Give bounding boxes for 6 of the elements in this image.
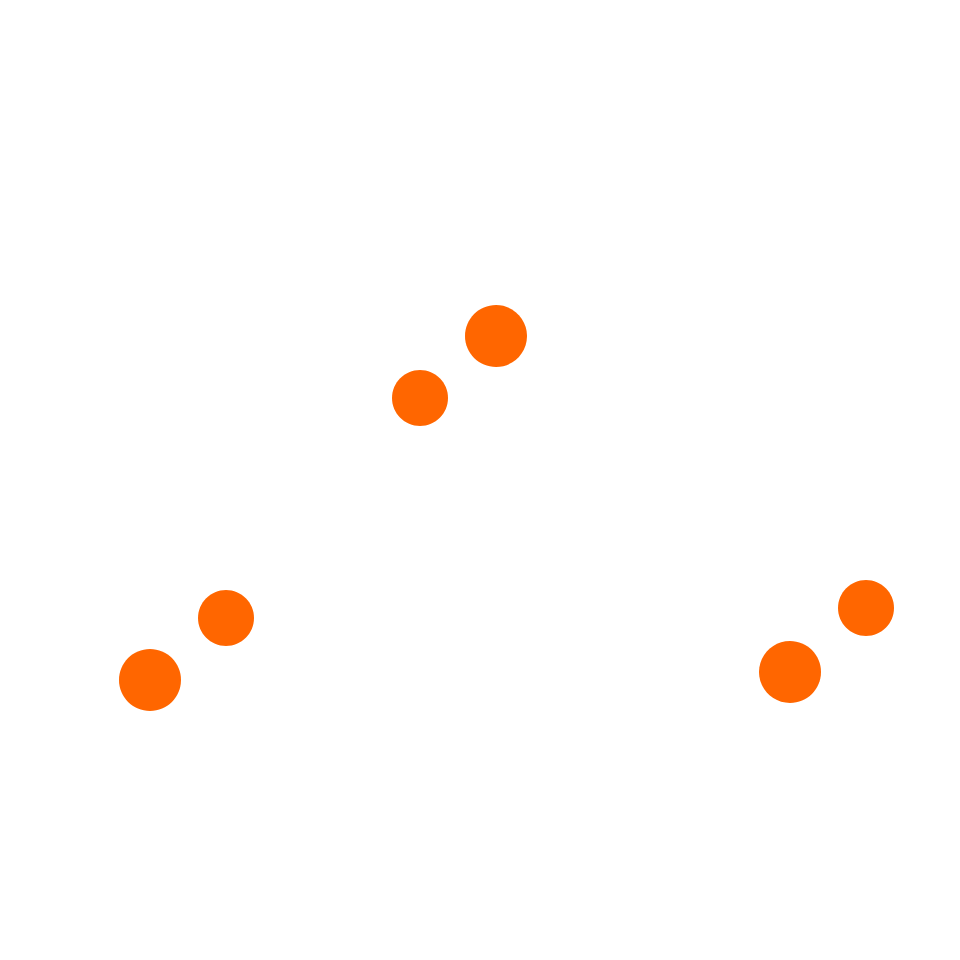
dot	[838, 580, 894, 636]
dot	[392, 370, 448, 426]
dot	[465, 305, 527, 367]
dot	[759, 641, 821, 703]
dot	[119, 649, 181, 711]
dot	[198, 590, 254, 646]
